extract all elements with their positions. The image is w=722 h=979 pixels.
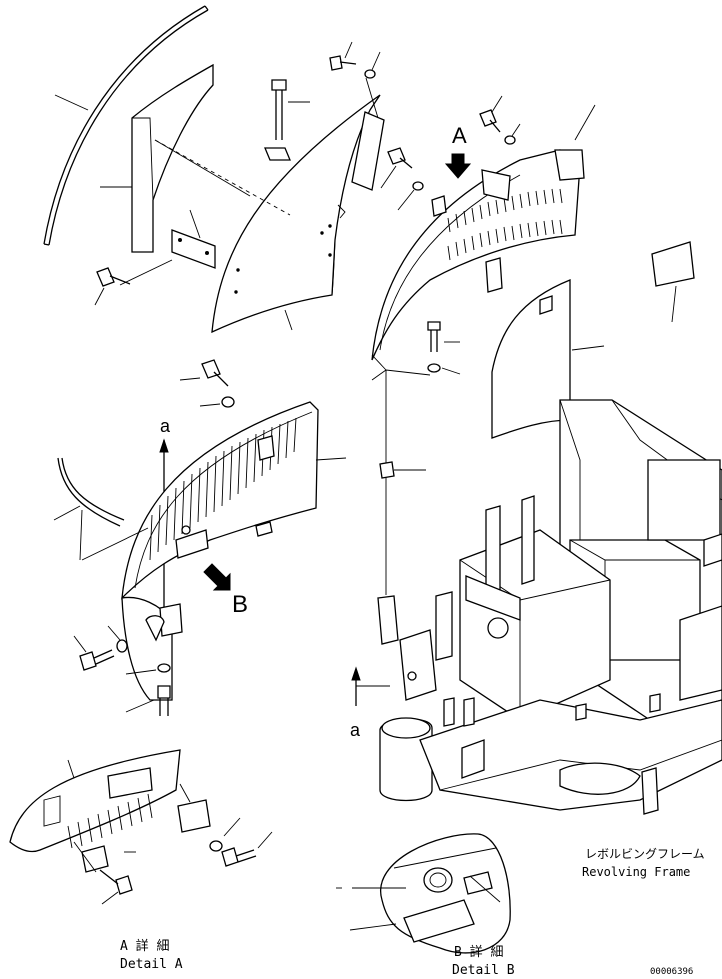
lower-flap [121,596,183,701]
bolt-top-1 [329,41,357,71]
detail-a-drawing [9,749,273,905]
washer-right-2 [397,181,424,211]
rear-cover-large [154,94,381,334]
view-a-label: A [452,123,467,148]
frame-caption-jp: レボルビングフレーム [585,847,705,861]
view-b-label: B [232,591,248,618]
bolt-left-3 [73,635,115,671]
bracket-small [171,209,216,269]
arrow-a-label-top: a [160,416,171,436]
bolt-right-1 [479,95,503,133]
bolt-top-2 [264,79,310,161]
bolt-left-4 [125,685,171,716]
pad-small [651,241,695,323]
washer-left-3 [107,625,128,653]
seal-strip-lower [53,457,149,561]
detail-a-caption-jp: A 詳 細 [120,938,169,954]
washer-left-2 [199,396,235,408]
right-cover-grille [371,104,596,361]
seal-strip-top [43,5,209,246]
view-b-marker: B [203,563,248,618]
arrow-a-label-bottom: a [350,720,361,740]
cover-plate-left [100,63,214,253]
detail-b-drawing [336,833,511,954]
drawing-number: 00006396 [650,967,693,977]
bolt-left-2 [179,359,229,387]
bolt-right-2 [380,147,413,189]
frame-caption-en: Revolving Frame [582,865,690,879]
washer-top-1 [364,51,381,119]
grille-slots-top [447,188,563,261]
detail-a-caption-en: Detail A [120,957,183,972]
detail-b-caption-jp: B 詳 細 [454,944,503,960]
view-a-marker: A [444,123,472,179]
detail-b-caption-en: Detail B [452,963,515,978]
washer-left-4 [125,663,171,675]
bolt-left-1 [94,259,173,306]
arrow-a-bottom: a [350,666,390,740]
lower-cover-grille [121,401,347,600]
revolving-frame [377,399,722,815]
bolt-right-3 [427,321,460,352]
washer-right-3 [427,363,461,375]
washer-right-1 [504,123,521,145]
side-panel-right [491,279,605,439]
